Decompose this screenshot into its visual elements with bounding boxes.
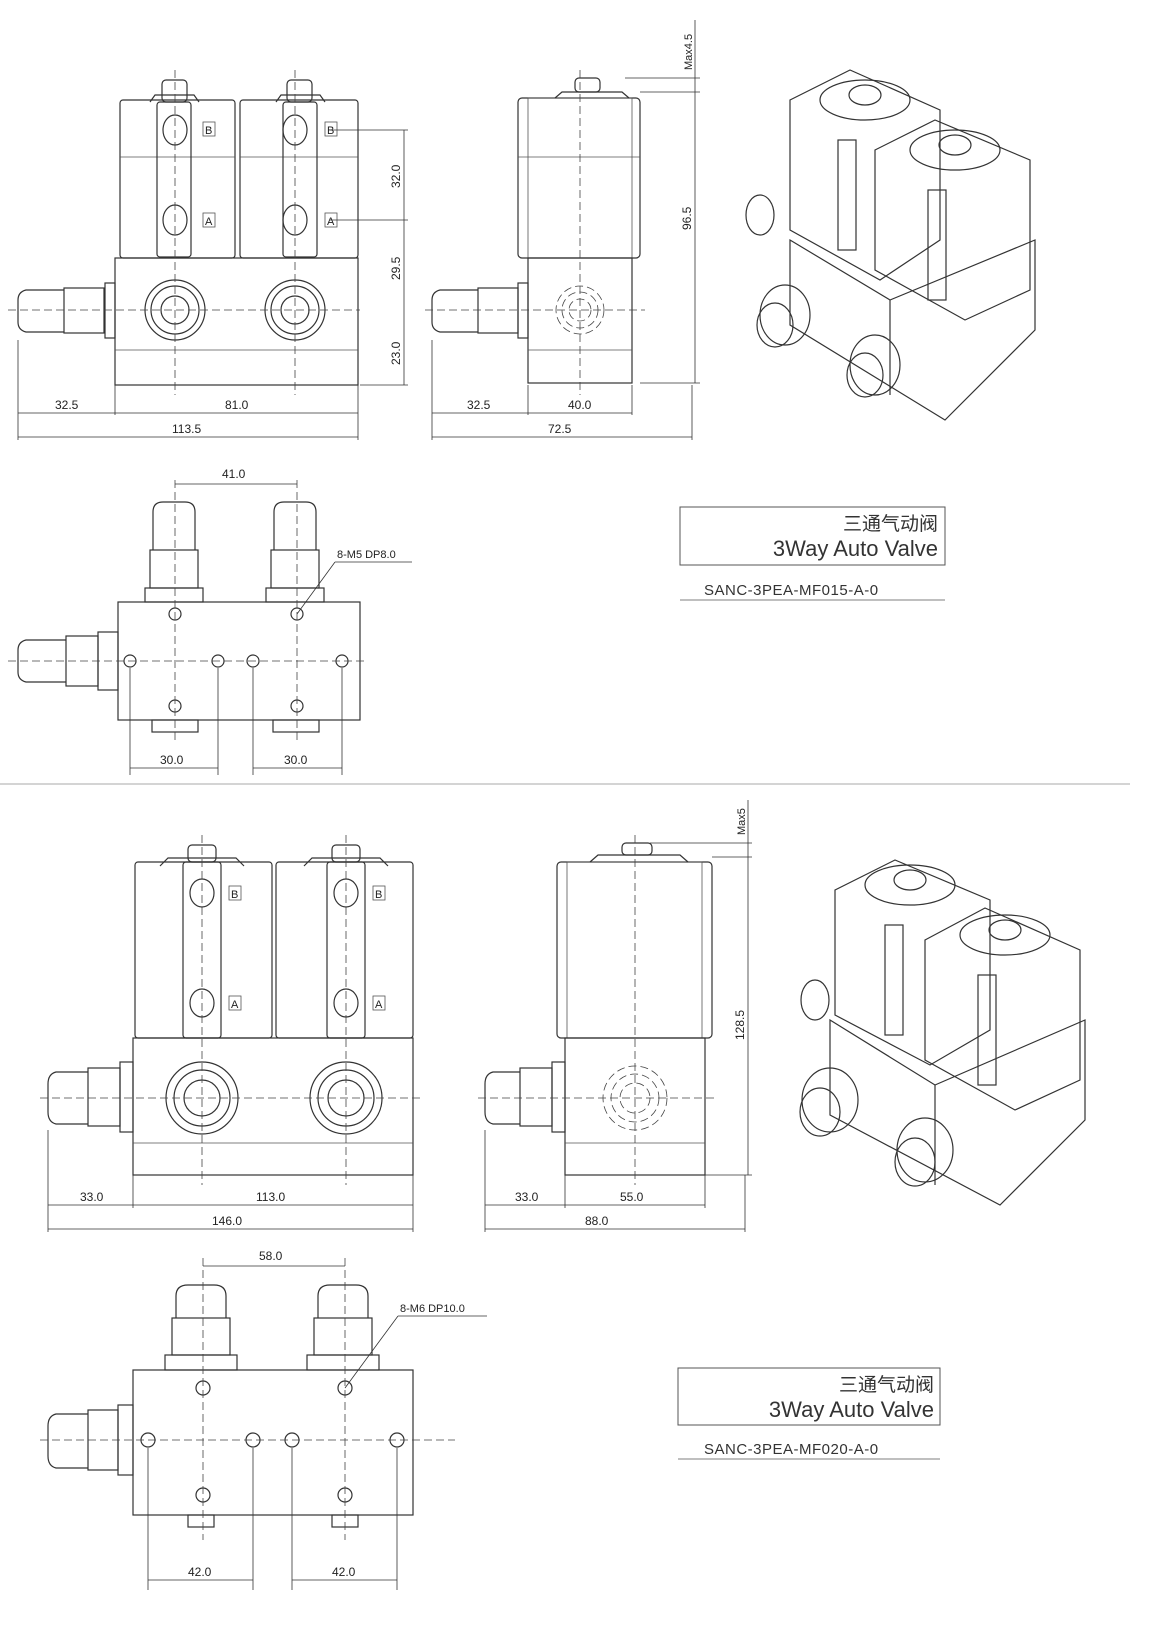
front-view: B A B A: [40, 835, 420, 1185]
dim-hole-left: 42.0: [188, 1565, 212, 1579]
drawing-mf020: B A B A 33.0 113.0 146.0: [40, 800, 1086, 1590]
side-view: [478, 835, 715, 1185]
dim-max: Max5: [736, 808, 748, 835]
isometric-view: [799, 859, 1086, 1206]
dim-height: 128.5: [733, 1010, 747, 1040]
port-label-b: B: [231, 889, 238, 901]
dim-hole-right: 42.0: [332, 1565, 356, 1579]
dim-height: 96.5: [680, 206, 694, 230]
dim-upper: 32.0: [389, 164, 403, 188]
dim-body: 55.0: [620, 1190, 644, 1204]
title-en: 3Way Auto Valve: [769, 1397, 934, 1422]
front-dimensions: 32.5 81.0 113.5 32.0 29.5 23.0: [17, 129, 408, 440]
port-label-a: A: [205, 216, 213, 228]
bottom-dimensions: 58.0 42.0 42.0 8-M6 DP10.0: [147, 1249, 487, 1590]
thread-callout: 8-M5 DP8.0: [337, 549, 396, 561]
part-number: SANC-3PEA-MF020-A-0: [704, 1441, 879, 1458]
dim-lower: 23.0: [389, 341, 403, 365]
front-dimensions: 33.0 113.0 146.0: [47, 1130, 414, 1232]
dim-total: 88.0: [585, 1214, 609, 1228]
dim-spacing: 58.0: [259, 1249, 283, 1263]
dim-total: 146.0: [212, 1214, 242, 1228]
port-label-b: B: [327, 125, 334, 137]
dim-middle: 29.5: [389, 256, 403, 280]
thread-callout: 8-M6 DP10.0: [400, 1303, 465, 1315]
port-label-a: A: [231, 999, 239, 1011]
bottom-view: [40, 1258, 455, 1540]
drawing-mf015: B A B A 32.5 81.0 113.5 32.0 29.5 23.0: [8, 20, 1036, 775]
bottom-view: [8, 480, 368, 740]
dim-left: 33.0: [515, 1190, 539, 1204]
dim-body: 113.0: [256, 1190, 285, 1204]
dim-hole-left: 30.0: [160, 753, 184, 767]
dim-left: 32.5: [467, 398, 491, 412]
dim-max: Max4.5: [683, 34, 695, 70]
dim-body: 40.0: [568, 398, 592, 412]
title-block: 三通气动阀 3Way Auto Valve SANC-3PEA-MF015-A-…: [679, 506, 946, 601]
bottom-dimensions: 41.0 30.0 30.0 8-M5 DP8.0: [129, 467, 412, 775]
dim-left: 33.0: [80, 1190, 104, 1204]
port-label-a: A: [327, 216, 335, 228]
title-en: 3Way Auto Valve: [773, 536, 938, 561]
side-dimensions: 32.5 40.0 72.5 96.5 Max4.5: [431, 20, 700, 440]
port-label-b: B: [205, 125, 212, 137]
title-block: 三通气动阀 3Way Auto Valve SANC-3PEA-MF020-A-…: [677, 1367, 941, 1460]
side-view: [425, 70, 645, 395]
side-dimensions: 33.0 55.0 88.0 128.5 Max5: [484, 800, 752, 1232]
isometric-view: [745, 69, 1036, 421]
dim-spacing: 41.0: [222, 467, 246, 481]
port-label-b: B: [375, 889, 382, 901]
dim-total: 113.5: [172, 422, 201, 436]
port-label-a: A: [375, 999, 383, 1011]
dim-body: 81.0: [225, 398, 249, 412]
front-view: B A B A: [8, 70, 360, 395]
dim-total: 72.5: [548, 422, 572, 436]
title-cn: 三通气动阀: [843, 513, 938, 535]
dim-left: 32.5: [55, 398, 79, 412]
title-cn: 三通气动阀: [839, 1374, 934, 1396]
part-number: SANC-3PEA-MF015-A-0: [704, 582, 879, 599]
dim-hole-right: 30.0: [284, 753, 308, 767]
